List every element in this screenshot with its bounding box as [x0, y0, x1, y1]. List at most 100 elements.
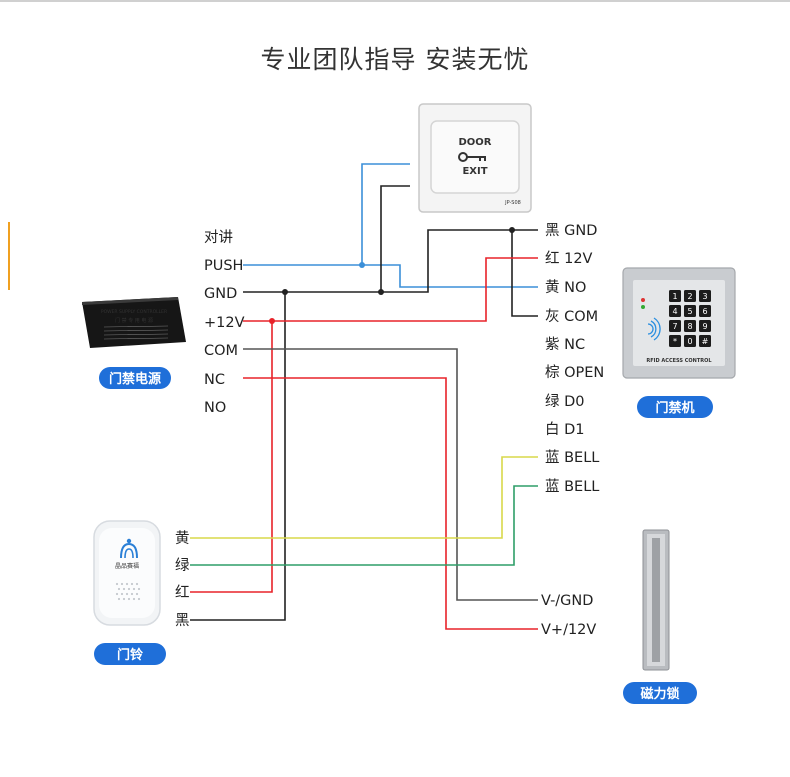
- speaker-hole: [127, 597, 131, 601]
- speaker-hole: [122, 587, 126, 591]
- speaker-hole: [127, 587, 131, 591]
- wire-bell-green: [190, 485, 538, 566]
- power-supply-cn-text: 门 禁 专 用 电 源: [115, 317, 153, 324]
- keypad-key-label: 3: [702, 292, 707, 301]
- controller-footer-text: RFID ACCESS CONTROL: [646, 358, 712, 364]
- wire-label-brown-open: 棕 OPEN: [545, 364, 604, 381]
- power-supply-device: POWER SUPPLY CONTROLLER 门 禁 专 用 电 源 门禁电源: [82, 297, 186, 389]
- fingerprint-logo-icon: [120, 538, 138, 559]
- speaker-hole: [135, 592, 139, 596]
- wire-label-blue-bell-1: 蓝 BELL: [545, 449, 599, 466]
- wire-label-yellow-no: 黄 NO: [545, 279, 586, 296]
- wire-label-purple-nc: 紫 NC: [545, 336, 585, 353]
- wire-com-lock: [243, 348, 538, 601]
- wire-label-gray-com: 灰 COM: [545, 308, 598, 325]
- power-supply-brand-text: POWER SUPPLY CONTROLLER: [101, 309, 167, 315]
- exit-button-door-text: DOOR: [458, 137, 491, 148]
- keypad-key-label: *: [673, 337, 677, 346]
- terminal-nc: NC: [204, 372, 225, 388]
- page-title: 专业团队指导 安装无忧: [260, 45, 530, 74]
- bell-label-black: 黑: [175, 613, 190, 629]
- speaker-hole: [130, 582, 134, 586]
- keypad: 1 2 3 4 5 6 7 8 9 * 0 #: [669, 290, 711, 347]
- keypad-key-label: 0: [687, 337, 692, 346]
- bell-label-green: 绿: [175, 557, 190, 574]
- wire-bell-yellow: [190, 456, 538, 539]
- speaker-hole: [120, 592, 124, 596]
- keypad-key: [669, 305, 681, 317]
- speaker-hole: [137, 597, 141, 601]
- wires: [190, 163, 538, 630]
- junction-dots: [269, 227, 515, 324]
- controller-wire-labels: 黑 GND 红 12V 黄 NO 灰 COM 紫 NC 棕 OPEN 绿 D0 …: [545, 223, 604, 495]
- keypad-key-label: 7: [672, 322, 677, 331]
- lock-terminal-labels: V-/GND V+/12V: [541, 593, 596, 638]
- keypad-key-label: 6: [702, 307, 707, 316]
- exit-button-exit-text: EXIT: [462, 166, 487, 177]
- wire-nc-lock: [243, 377, 538, 630]
- speaker-hole: [137, 587, 141, 591]
- wire-label-black-gnd: 黑 GND: [545, 223, 597, 239]
- keypad-key-label: 9: [702, 322, 707, 331]
- maglock-label: 磁力锁: [640, 686, 679, 702]
- keypad-key: [684, 335, 696, 347]
- bell-label-yellow: 黄: [175, 530, 190, 547]
- keypad-key-label: 2: [687, 292, 692, 301]
- wire-label-green-d0: 绿 D0: [545, 393, 585, 410]
- keypad-key: [684, 290, 696, 302]
- terminal-push: PUSH: [204, 258, 243, 274]
- speaker-hole: [125, 592, 129, 596]
- exit-button-model: JP-S08: [504, 200, 521, 206]
- wire-push: [243, 163, 410, 266]
- keypad-key: [669, 335, 681, 347]
- speaker-hole: [132, 587, 136, 591]
- access-controller-label: 门禁机: [655, 400, 694, 416]
- speaker-hole: [125, 582, 129, 586]
- speaker-hole: [132, 597, 136, 601]
- wire-label-red-12v: 红 12V: [545, 250, 593, 267]
- doorbell-label: 门铃: [117, 647, 143, 663]
- keypad-key: [699, 335, 711, 347]
- top-divider: [0, 0, 790, 2]
- wire-gnd-exit: [285, 185, 410, 293]
- power-terminal-labels: 对讲 PUSH GND +12V COM NC NO: [204, 229, 245, 416]
- speaker-hole: [122, 597, 126, 601]
- doorbell-device: 晶品赛福 门铃: [93, 520, 166, 665]
- exit-button-device: DOOR EXIT JP-S08: [418, 103, 532, 213]
- keypad-key: [669, 320, 681, 332]
- keypad-key-label: 4: [672, 307, 677, 316]
- keypad-key-label: 8: [687, 322, 692, 331]
- terminal-com: COM: [204, 343, 238, 359]
- doorbell-brand: 晶品赛福: [115, 562, 139, 570]
- speaker-hole: [117, 587, 121, 591]
- wire-12v-controller: [272, 257, 538, 322]
- wire-gnd-controller: [381, 229, 538, 293]
- keypad-key: [699, 305, 711, 317]
- keypad-key-label: 1: [672, 292, 677, 301]
- speaker-hole: [120, 582, 124, 586]
- wire-12v-bell: [243, 320, 273, 593]
- terminal-gnd: GND: [204, 286, 237, 302]
- side-accent-mark: [8, 222, 10, 290]
- speaker-hole: [130, 592, 134, 596]
- bell-label-red: 红: [175, 584, 190, 601]
- keypad-key: [684, 320, 696, 332]
- wire-label-white-d1: 白 D1: [545, 421, 585, 438]
- lock-label-vplus: V+/12V: [541, 622, 596, 638]
- terminal-12v: +12V: [204, 315, 245, 331]
- keypad-key-label: 5: [687, 307, 692, 316]
- rfid-icon: [647, 317, 661, 341]
- bell-wire-labels: 黄 绿 红 黑: [175, 530, 190, 629]
- access-controller-device: 1 2 3 4 5 6 7 8 9 * 0 # RFID ACCESS CONTROL 门禁机: [622, 267, 736, 418]
- speaker-hole: [117, 597, 121, 601]
- speaker-hole: [135, 582, 139, 586]
- keypad-key-label: #: [702, 337, 709, 346]
- keypad-key: [669, 290, 681, 302]
- keypad-key: [684, 305, 696, 317]
- lock-label-vminus: V-/GND: [541, 593, 593, 609]
- wire-com-exit: [511, 230, 538, 317]
- key-icon: [458, 152, 486, 162]
- wire-gnd: [243, 291, 286, 621]
- speaker-hole: [115, 582, 119, 586]
